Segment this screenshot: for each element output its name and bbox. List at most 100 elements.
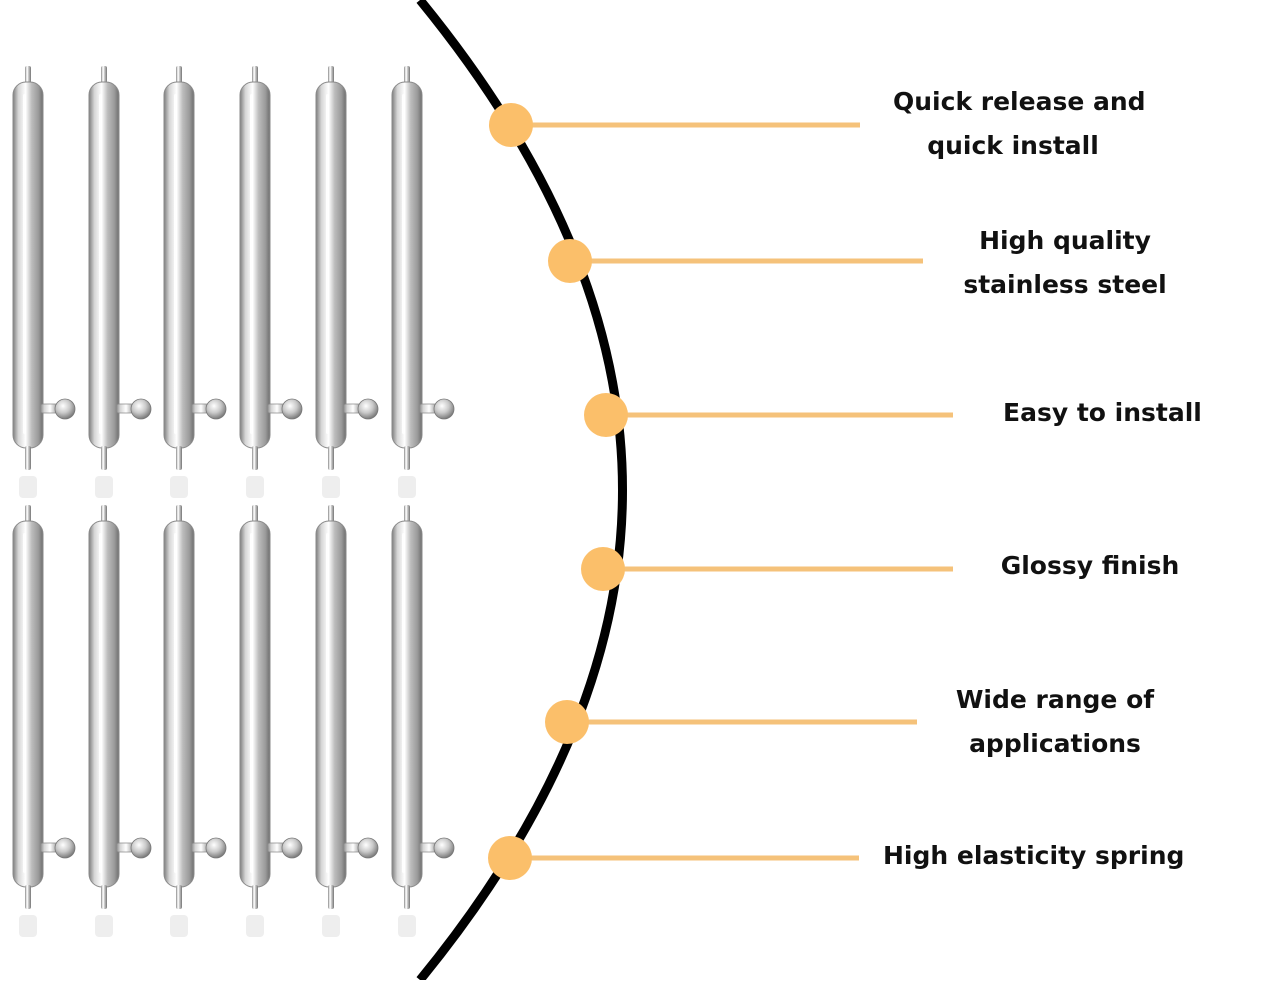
pin-bottom-tip xyxy=(25,446,31,470)
connector-dot xyxy=(545,700,589,744)
pin-body xyxy=(239,81,271,449)
spring-bar-pins xyxy=(12,66,455,937)
feature-connector xyxy=(581,547,953,591)
pin-top-tip xyxy=(252,505,258,525)
spring-bar-pin xyxy=(163,66,227,498)
pin-knob xyxy=(281,398,303,420)
pin-highlight xyxy=(250,94,253,434)
spring-bar-pin xyxy=(88,505,152,937)
pin-knob xyxy=(205,398,227,420)
feature-line-1: High elasticity spring xyxy=(883,841,1185,870)
pin-reflection xyxy=(95,915,113,937)
pin-top-tip xyxy=(176,505,182,525)
spring-bar-pin xyxy=(391,505,455,937)
pin-top-tip xyxy=(404,66,410,86)
pin-top-tip xyxy=(101,66,107,86)
pin-bottom-tip xyxy=(328,446,334,470)
pin-reflection xyxy=(398,915,416,937)
spring-bar-pin xyxy=(12,505,76,937)
connector-dot xyxy=(581,547,625,591)
feature-connector xyxy=(489,103,860,147)
pin-bottom-tip xyxy=(404,446,410,470)
pin-body xyxy=(163,81,195,449)
feature-line-1: High quality xyxy=(979,226,1151,255)
pin-reflection xyxy=(246,915,264,937)
pin-bottom-tip xyxy=(404,885,410,909)
feature-line-1: Quick release and xyxy=(893,87,1146,116)
pin-top-tip xyxy=(25,505,31,525)
pin-knob xyxy=(357,398,379,420)
pin-highlight xyxy=(174,533,177,873)
pin-knob xyxy=(130,398,152,420)
feature-label-glossy-finish: Glossy finish xyxy=(1000,544,1180,588)
pin-body xyxy=(88,520,120,888)
pin-reflection xyxy=(170,476,188,498)
feature-label-easy-install: Easy to install xyxy=(1003,391,1202,435)
feature-connector xyxy=(548,239,923,283)
feature-connector xyxy=(545,700,917,744)
connector-dot xyxy=(548,239,592,283)
feature-line-1: Easy to install xyxy=(1003,398,1202,427)
feature-line-1: Wide range of xyxy=(955,685,1155,714)
pin-bottom-tip xyxy=(101,885,107,909)
pin-body xyxy=(315,520,347,888)
feature-connectors xyxy=(488,103,953,880)
pin-bottom-tip xyxy=(176,885,182,909)
pin-knob xyxy=(433,837,455,859)
spring-bar-pin xyxy=(315,505,379,937)
spring-bar-pin xyxy=(239,505,303,937)
pin-body xyxy=(315,81,347,449)
pin-reflection xyxy=(322,915,340,937)
pin-reflection xyxy=(322,476,340,498)
pin-knob xyxy=(433,398,455,420)
connector-dot xyxy=(584,393,628,437)
pin-highlight xyxy=(23,94,26,434)
pin-body xyxy=(88,81,120,449)
pin-knob xyxy=(205,837,227,859)
pin-top-tip xyxy=(404,505,410,525)
connector-dot xyxy=(488,836,532,880)
pin-bottom-tip xyxy=(25,885,31,909)
connector-dot xyxy=(489,103,533,147)
pin-body xyxy=(163,520,195,888)
pin-bottom-tip xyxy=(176,446,182,470)
pin-reflection xyxy=(19,915,37,937)
feature-label-stainless-steel: High quality stainless steel xyxy=(955,219,1175,307)
pin-knob xyxy=(130,837,152,859)
feature-line-2: applications xyxy=(969,729,1141,758)
spring-bar-pin xyxy=(163,505,227,937)
pin-highlight xyxy=(326,533,329,873)
pin-highlight xyxy=(99,94,102,434)
pin-body xyxy=(12,520,44,888)
pin-bottom-tip xyxy=(101,446,107,470)
pin-bottom-tip xyxy=(252,446,258,470)
pin-body xyxy=(239,520,271,888)
pin-reflection xyxy=(246,476,264,498)
pin-knob xyxy=(281,837,303,859)
feature-label-quick-release: Quick release and quick install xyxy=(893,80,1146,168)
pin-reflection xyxy=(95,476,113,498)
pin-highlight xyxy=(402,94,405,434)
spring-bar-pin xyxy=(391,66,455,498)
feature-label-applications: Wide range of applications xyxy=(950,678,1160,766)
pin-knob xyxy=(54,837,76,859)
pin-top-tip xyxy=(328,505,334,525)
feature-label-elastic-spring: High elasticity spring xyxy=(883,834,1185,878)
pin-reflection xyxy=(398,476,416,498)
pin-top-tip xyxy=(176,66,182,86)
pin-bottom-tip xyxy=(328,885,334,909)
feature-line-1: Glossy finish xyxy=(1000,551,1180,580)
spring-bar-pin xyxy=(12,66,76,498)
pin-body xyxy=(391,81,423,449)
pin-top-tip xyxy=(25,66,31,86)
pin-highlight xyxy=(402,533,405,873)
spring-bar-pin xyxy=(239,66,303,498)
pin-body xyxy=(12,81,44,449)
pin-highlight xyxy=(250,533,253,873)
pin-body xyxy=(391,520,423,888)
pin-knob xyxy=(357,837,379,859)
pin-highlight xyxy=(174,94,177,434)
pin-highlight xyxy=(99,533,102,873)
